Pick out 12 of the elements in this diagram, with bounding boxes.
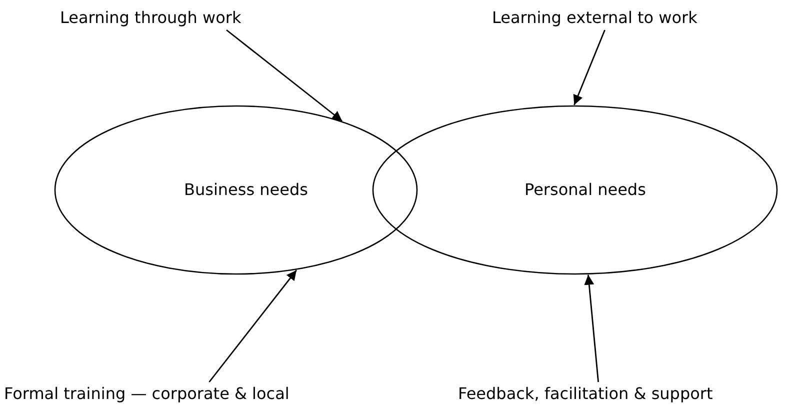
arrow — [208, 270, 298, 382]
annotation-text: Learning through work — [60, 8, 242, 28]
ellipse-label: Business needs — [184, 180, 308, 200]
ellipse — [372, 105, 778, 275]
arrow — [226, 29, 343, 122]
arrow — [584, 274, 599, 382]
ellipse-label: Personal needs — [524, 180, 646, 200]
arrow — [573, 30, 606, 106]
annotation-text: Formal training — corporate & local — [4, 384, 290, 404]
annotation-text: Feedback, facilitation & support — [458, 384, 713, 404]
annotation-text: Learning external to work — [492, 8, 698, 28]
ellipse — [54, 105, 418, 275]
